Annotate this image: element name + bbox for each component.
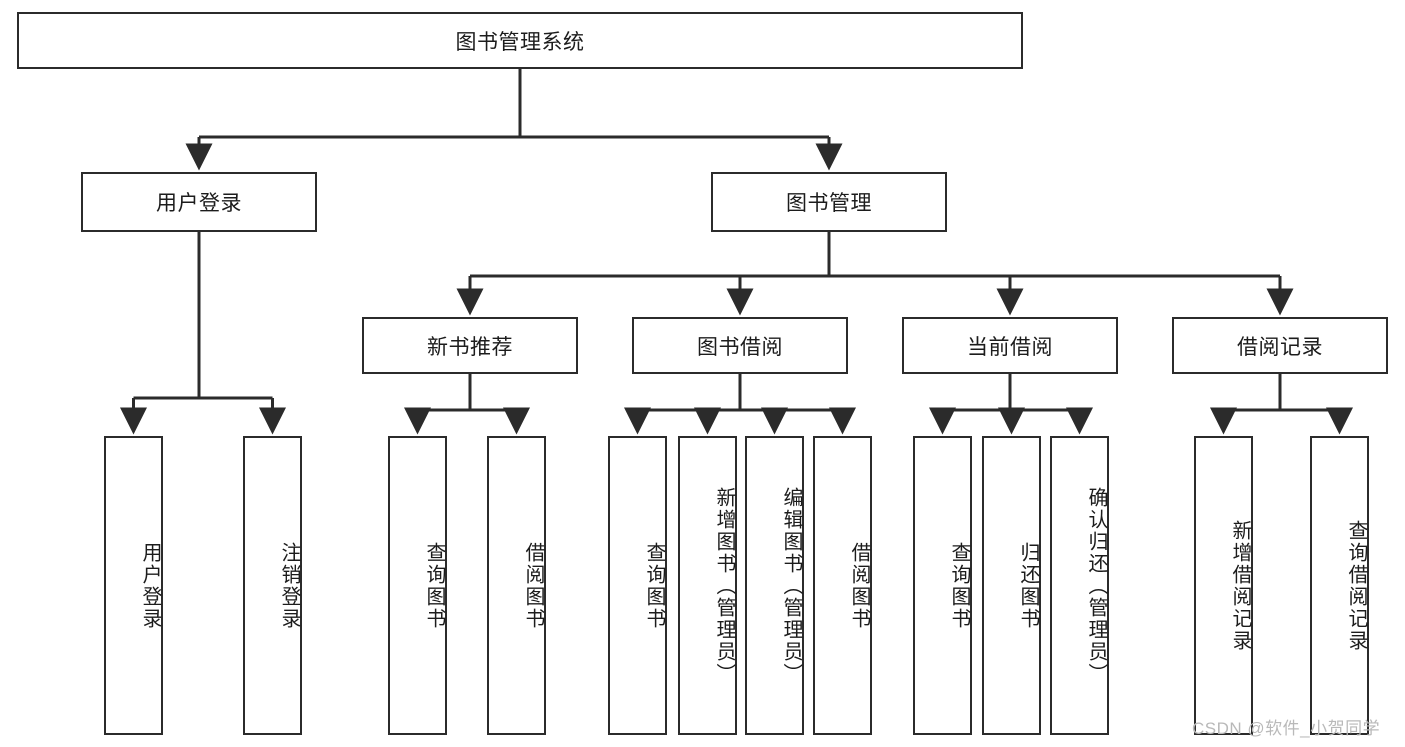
- node-user-login[interactable]: 用户登录: [81, 172, 317, 232]
- node-label: 查询图书: [423, 541, 445, 630]
- node-label: 注销登录: [278, 541, 300, 630]
- node-label: 图书管理系统: [455, 30, 585, 54]
- node-label: 查询图书: [643, 541, 665, 630]
- node-leaf-query-book-3[interactable]: 查询图书: [913, 436, 972, 735]
- node-leaf-add-book[interactable]: 新增图书（管理员）: [678, 436, 737, 735]
- node-label: 借阅图书: [522, 541, 544, 630]
- node-book-manage[interactable]: 图书管理: [711, 172, 947, 232]
- node-current-borrow[interactable]: 当前借阅: [902, 317, 1118, 374]
- node-root[interactable]: 图书管理系统: [17, 12, 1023, 69]
- node-leaf-query-record[interactable]: 查询借阅记录: [1310, 436, 1369, 735]
- node-label: 用户登录: [139, 541, 161, 630]
- node-leaf-borrow-book-1[interactable]: 借阅图书: [487, 436, 546, 735]
- node-label: 当前借阅: [967, 335, 1053, 359]
- node-leaf-logout[interactable]: 注销登录: [243, 436, 302, 735]
- node-book-borrow[interactable]: 图书借阅: [632, 317, 848, 374]
- node-label: 查询图书: [948, 541, 970, 630]
- node-label: 用户登录: [156, 192, 242, 215]
- node-leaf-confirm-return[interactable]: 确认归还（管理员）: [1050, 436, 1109, 735]
- csdn-watermark: CSDN @软件_小贺同学: [1192, 719, 1381, 738]
- node-label: 归还图书: [1017, 541, 1039, 630]
- node-leaf-edit-book[interactable]: 编辑图书（管理员）: [745, 436, 804, 735]
- node-label: 新增借阅记录: [1229, 519, 1251, 652]
- node-leaf-add-record[interactable]: 新增借阅记录: [1194, 436, 1253, 735]
- node-label: 编辑图书（管理员）: [780, 486, 802, 685]
- node-label: 查询借阅记录: [1345, 519, 1367, 652]
- node-leaf-query-book-2[interactable]: 查询图书: [608, 436, 667, 735]
- node-label: 图书管理: [786, 192, 872, 215]
- node-leaf-borrow-book-2[interactable]: 借阅图书: [813, 436, 872, 735]
- node-label: 图书借阅: [697, 335, 783, 359]
- node-label: 借阅记录: [1237, 335, 1323, 359]
- node-leaf-user-login[interactable]: 用户登录: [104, 436, 163, 735]
- node-leaf-return-book[interactable]: 归还图书: [982, 436, 1041, 735]
- node-label: 新增图书（管理员）: [713, 486, 735, 685]
- node-borrow-record[interactable]: 借阅记录: [1172, 317, 1388, 374]
- node-label: 确认归还（管理员）: [1085, 486, 1107, 685]
- node-leaf-query-book-1[interactable]: 查询图书: [388, 436, 447, 735]
- node-label: 新书推荐: [427, 335, 513, 359]
- node-new-book-rec[interactable]: 新书推荐: [362, 317, 578, 374]
- node-label: 借阅图书: [848, 541, 870, 630]
